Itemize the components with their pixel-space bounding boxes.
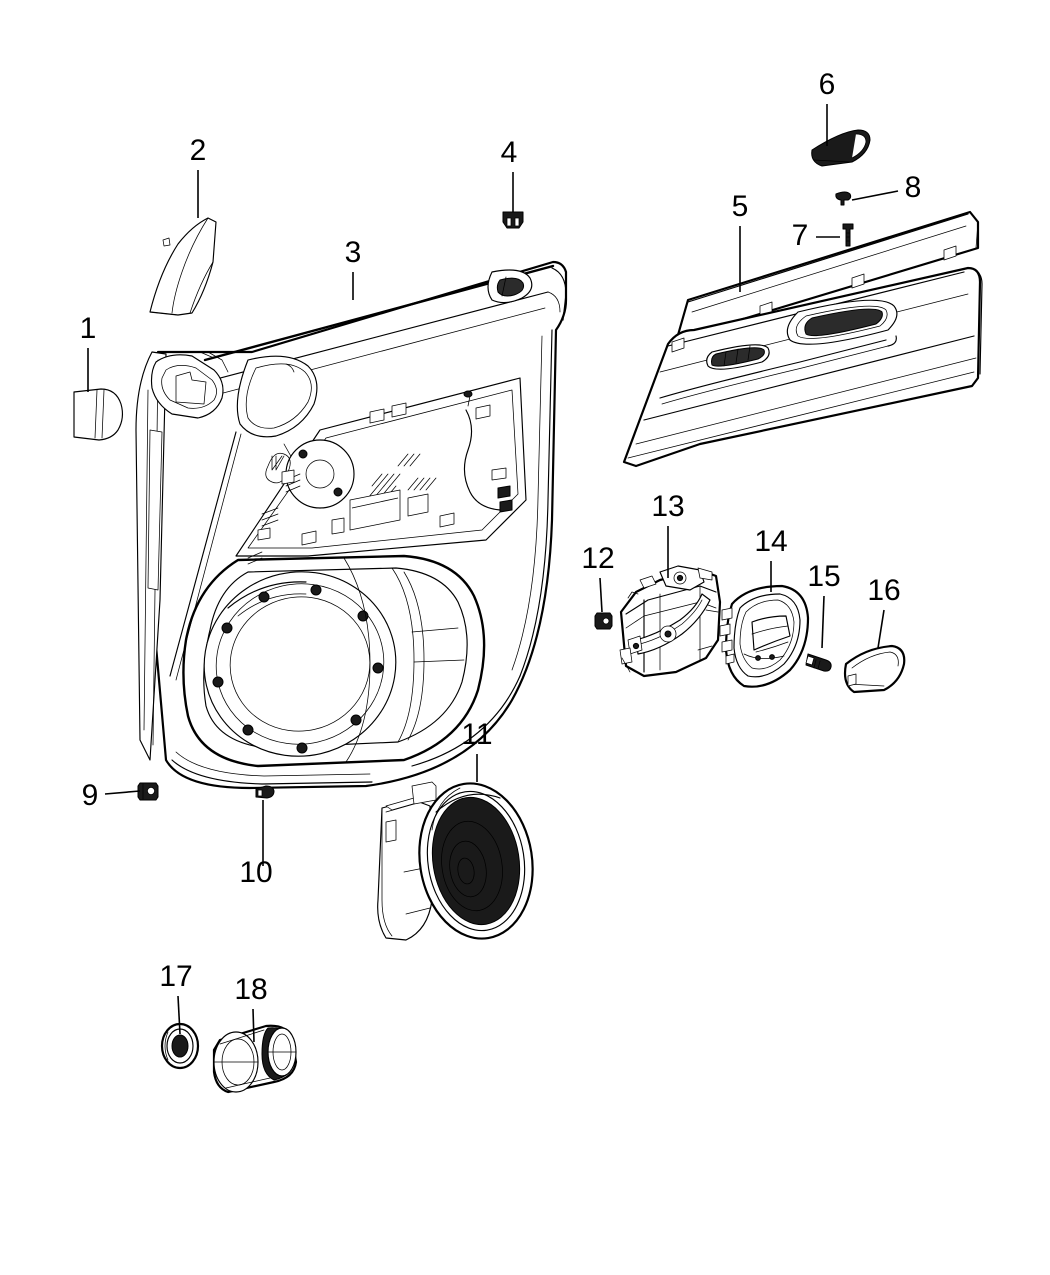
callout-number-11[interactable]: 11 xyxy=(461,718,492,751)
part-14-door-handle-bezel xyxy=(719,584,810,688)
callout-number-13[interactable]: 13 xyxy=(651,490,684,523)
callout-number-10[interactable]: 10 xyxy=(239,856,272,889)
callout-number-1[interactable]: 1 xyxy=(80,312,97,345)
callout-number-6[interactable]: 6 xyxy=(819,68,836,101)
callout-number-18[interactable]: 18 xyxy=(234,973,267,1006)
part-9-push-in-nut-retainer xyxy=(137,782,159,801)
callout-number-9[interactable]: 9 xyxy=(82,779,99,812)
callout-number-5[interactable]: 5 xyxy=(732,190,749,223)
part-7-screw xyxy=(842,223,854,247)
part-2-upper-front-trim-applique xyxy=(149,217,217,316)
part-13-inside-door-handle-assembly xyxy=(619,565,722,678)
part-11-door-speaker xyxy=(377,781,534,941)
part-5-armrest-bolster-panel xyxy=(622,210,983,468)
callout-number-17[interactable]: 17 xyxy=(159,960,192,993)
leader-line-9 xyxy=(104,790,141,795)
callout-number-14[interactable]: 14 xyxy=(754,525,787,558)
callout-number-2[interactable]: 2 xyxy=(190,134,207,167)
part-3-door-trim-panel xyxy=(135,260,568,790)
leader-line-15 xyxy=(821,595,825,649)
leader-line-18 xyxy=(252,1008,255,1043)
part-15-screw-bezel xyxy=(805,653,832,672)
leader-line-17 xyxy=(177,995,181,1035)
part-16-handle-end-cap-cover xyxy=(843,644,906,694)
leader-line-16 xyxy=(877,609,885,649)
callout-number-7[interactable]: 7 xyxy=(792,219,809,252)
callout-number-8[interactable]: 8 xyxy=(905,171,922,204)
panel-internal-structure xyxy=(235,377,527,565)
callout-number-12[interactable]: 12 xyxy=(581,542,614,575)
callout-number-4[interactable]: 4 xyxy=(501,136,518,169)
callout-number-15[interactable]: 15 xyxy=(807,560,840,593)
callout-leader-lines xyxy=(87,104,899,1043)
leader-line-8 xyxy=(851,190,899,201)
leader-line-12 xyxy=(599,577,603,613)
callout-number-16[interactable]: 16 xyxy=(867,574,900,607)
part-1-switch-bezel-cap xyxy=(73,388,124,441)
part-18-tweeter-speaker xyxy=(212,1024,298,1094)
part-4-retainer-push-pin xyxy=(502,211,524,229)
part-10-screw-trim-panel xyxy=(255,785,275,799)
panel-speaker-ring xyxy=(203,571,397,757)
callout-number-3[interactable]: 3 xyxy=(345,236,362,269)
part-12-clip-handle-retainer xyxy=(594,612,613,630)
part-8-clip-plug xyxy=(835,191,852,206)
part-6-armrest-pull-cup-trim xyxy=(811,129,871,167)
